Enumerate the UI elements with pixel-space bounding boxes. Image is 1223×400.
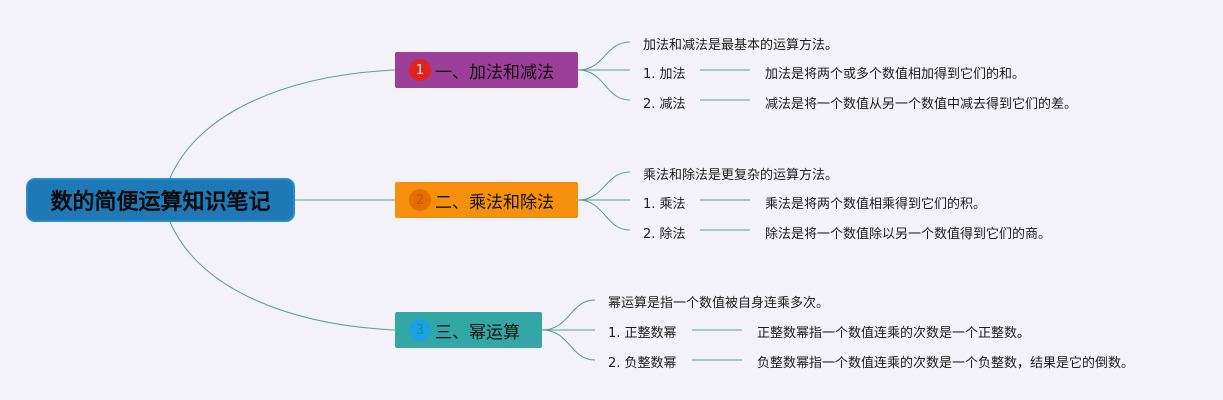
branch-title: 二、乘法和除法 [435, 192, 554, 213]
link-b3-summary [541, 299, 596, 331]
branch1-item2-desc[interactable]: 减法是将一个数值从另一个数值中减去得到它们的差。 [765, 97, 1078, 112]
branch3-summary[interactable]: 幂运算是指一个数值被自身连乘多次。 [608, 296, 830, 311]
link-b2-summary [577, 171, 631, 201]
branch1-summary[interactable]: 加法和减法是最基本的运算方法。 [643, 38, 839, 53]
branch3-item2-label[interactable]: 2. 负整数幂 [608, 356, 677, 371]
link-b3-item2 [541, 329, 596, 361]
branch1-item2-label[interactable]: 2. 减法 [643, 97, 686, 112]
branch1-item1-label[interactable]: 1. 加法 [643, 67, 686, 82]
branch3-item2-desc[interactable]: 负整数幂指一个数值连乘的次数是一个负整数，结果是它的倒数。 [757, 356, 1135, 371]
root-title: 数的简便运算知识笔记 [50, 190, 271, 215]
link-b1-summary [577, 41, 631, 71]
branch-exponentiation[interactable]: 3 三、幂运算 [395, 312, 542, 348]
number-badge-icon: 3 [409, 319, 431, 341]
number-badge-icon: 2 [409, 189, 431, 211]
branch3-item1-desc[interactable]: 正整数幂指一个数值连乘的次数是一个正整数。 [757, 326, 1031, 341]
branch-addition-subtraction[interactable]: 1 一、加法和减法 [395, 52, 578, 88]
link-root-branch3 [169, 221, 396, 331]
branch1-item1-desc[interactable]: 加法是将两个或多个数值相加得到它们的和。 [765, 67, 1026, 82]
link-root-branch1 [169, 69, 396, 179]
link-b2-item2 [577, 199, 631, 231]
branch-multiplication-division[interactable]: 2 二、乘法和除法 [395, 182, 578, 218]
branch2-item1-label[interactable]: 1. 乘法 [643, 197, 686, 212]
branch2-summary[interactable]: 乘法和除法是更复杂的运算方法。 [643, 168, 839, 183]
branch3-item1-label[interactable]: 1. 正整数幂 [608, 326, 677, 341]
branch2-item1-desc[interactable]: 乘法是将两个数值相乘得到它们的积。 [765, 197, 987, 212]
number-badge-icon: 1 [409, 59, 431, 81]
root-topic[interactable]: 数的简便运算知识笔记 [26, 178, 295, 222]
branch2-item2-desc[interactable]: 除法是将一个数值除以另一个数值得到它们的商。 [765, 227, 1052, 242]
branch-title: 三、幂运算 [435, 322, 520, 343]
branch2-item2-label[interactable]: 2. 除法 [643, 227, 686, 242]
branch-title: 一、加法和减法 [435, 62, 554, 83]
link-b1-item2 [577, 69, 631, 101]
